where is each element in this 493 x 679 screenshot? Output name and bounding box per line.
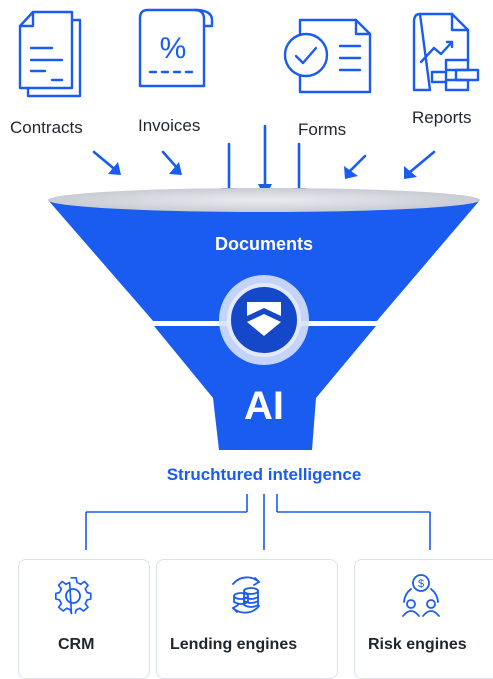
- svg-text:%: %: [160, 32, 187, 65]
- destination-box-risk: [354, 559, 493, 679]
- percent-sign: %: [160, 32, 187, 65]
- destination-label-crm: CRM: [58, 636, 95, 653]
- contract-document-icon: [18, 10, 82, 98]
- risk-people-icon: $: [402, 574, 440, 617]
- destination-label-risk: Risk engines: [368, 636, 467, 653]
- input-label-contracts: Contracts: [10, 118, 83, 137]
- funnel-documents-label: Documents: [214, 234, 313, 254]
- input-label-reports: Reports: [412, 108, 472, 127]
- stack-logo-icon: [219, 275, 309, 365]
- gear-icon: [55, 577, 92, 615]
- destination-label-lending: Lending engines: [170, 636, 298, 653]
- svg-text:$: $: [418, 578, 424, 590]
- output-connectors: [85, 494, 431, 550]
- output-title: Struchtured intelligence: [166, 465, 362, 484]
- input-label-invoices: Invoices: [138, 116, 201, 135]
- funnel-ai-label: AI: [244, 384, 284, 428]
- invoice-percent-icon: [138, 8, 214, 88]
- report-chart-icon: [412, 12, 480, 92]
- coin-stack-icon: [231, 576, 261, 614]
- input-label-forms: Forms: [298, 120, 347, 139]
- funnel: [48, 188, 480, 450]
- funnel-rim: [48, 188, 480, 212]
- form-check-icon: [283, 18, 372, 94]
